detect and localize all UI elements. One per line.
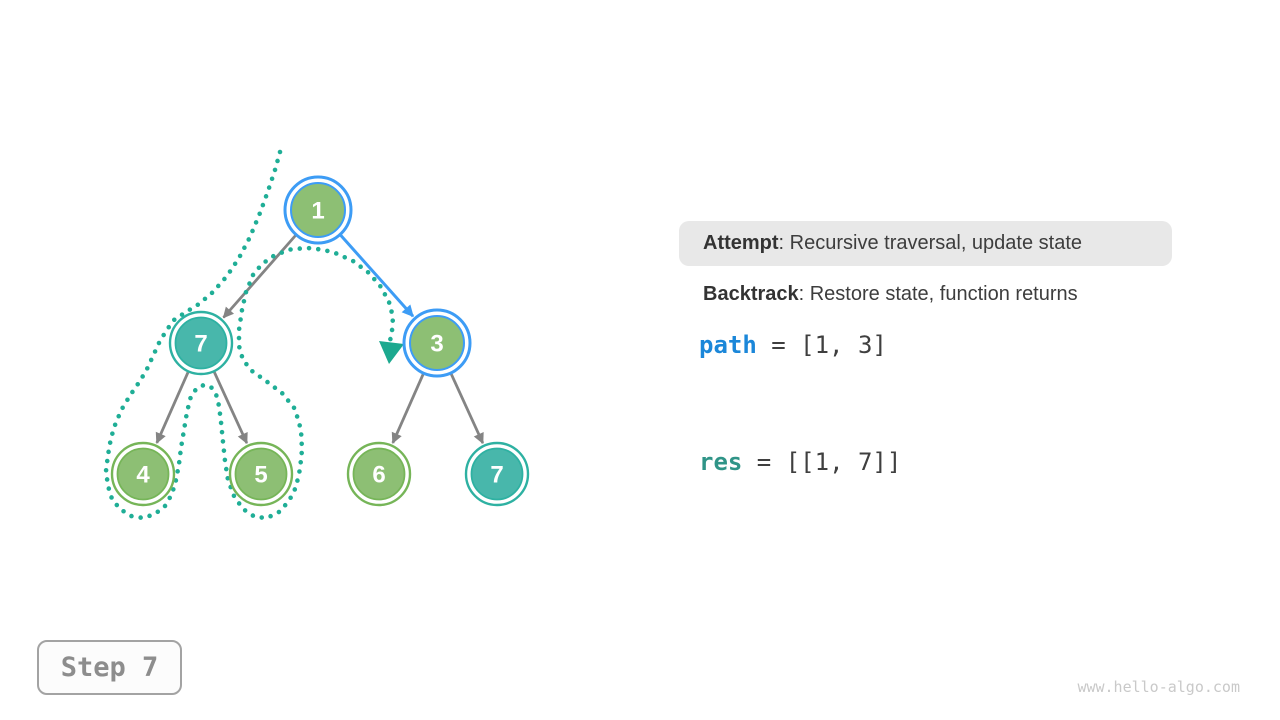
traversal-arrowhead-icon xyxy=(379,341,404,364)
tree-edge-n3-n6 xyxy=(391,373,425,444)
tree-node-n4: 4 xyxy=(110,441,176,507)
res-equals: = xyxy=(742,448,786,476)
res-value: [[1, 7]] xyxy=(785,448,902,476)
node-value: 3 xyxy=(430,331,443,358)
attempt-status: Attempt: Recursive traversal, update sta… xyxy=(679,221,1172,266)
node-value: 6 xyxy=(372,462,385,489)
path-equals: = xyxy=(756,331,801,359)
tree-node-n6: 6 xyxy=(346,441,412,507)
tree-nodes: 1 7 3 4 5 6 7 xyxy=(110,175,530,507)
tree-edge-n1-n3 xyxy=(339,234,415,318)
step-badge: Step 7 xyxy=(37,640,182,695)
res-variable-name: res xyxy=(699,448,743,476)
attempt-label: Attempt xyxy=(703,232,779,254)
tree-node-n3: 3 xyxy=(402,308,472,378)
tree-edge-n1-n7l xyxy=(222,234,297,319)
step-label: Step 7 xyxy=(60,652,159,683)
backtrack-label: Backtrack xyxy=(703,283,799,305)
path-value: [1, 3] xyxy=(800,331,887,359)
backtrack-text: : Restore state, function returns xyxy=(798,283,1078,305)
path-variable-line: path = [1, 3] xyxy=(699,330,887,360)
node-value: 5 xyxy=(254,462,267,489)
tree-node-n1: 1 xyxy=(283,175,353,245)
tree-node-n5: 5 xyxy=(228,441,294,507)
node-value: 7 xyxy=(490,462,503,489)
tree-edge-n3-n7r xyxy=(449,373,485,445)
tree-node-n7l: 7 xyxy=(168,310,234,376)
attempt-text: : Recursive traversal, update state xyxy=(778,232,1083,254)
watermark: www.hello-algo.com xyxy=(1077,678,1240,696)
traversal-dotted-path xyxy=(103,149,396,521)
node-value: 1 xyxy=(311,198,324,225)
tree-edge-n7l-n4 xyxy=(155,371,190,444)
res-variable-line: res = [[1, 7]] xyxy=(699,447,901,477)
backtrack-status: Backtrack: Restore state, function retur… xyxy=(703,280,1078,308)
path-variable-name: path xyxy=(699,331,757,359)
node-value: 7 xyxy=(194,331,207,358)
tree-edges xyxy=(155,234,485,445)
tree-edge-n7l-n5 xyxy=(213,371,249,445)
node-value: 4 xyxy=(136,462,150,489)
tree-node-n7r: 7 xyxy=(464,441,530,507)
